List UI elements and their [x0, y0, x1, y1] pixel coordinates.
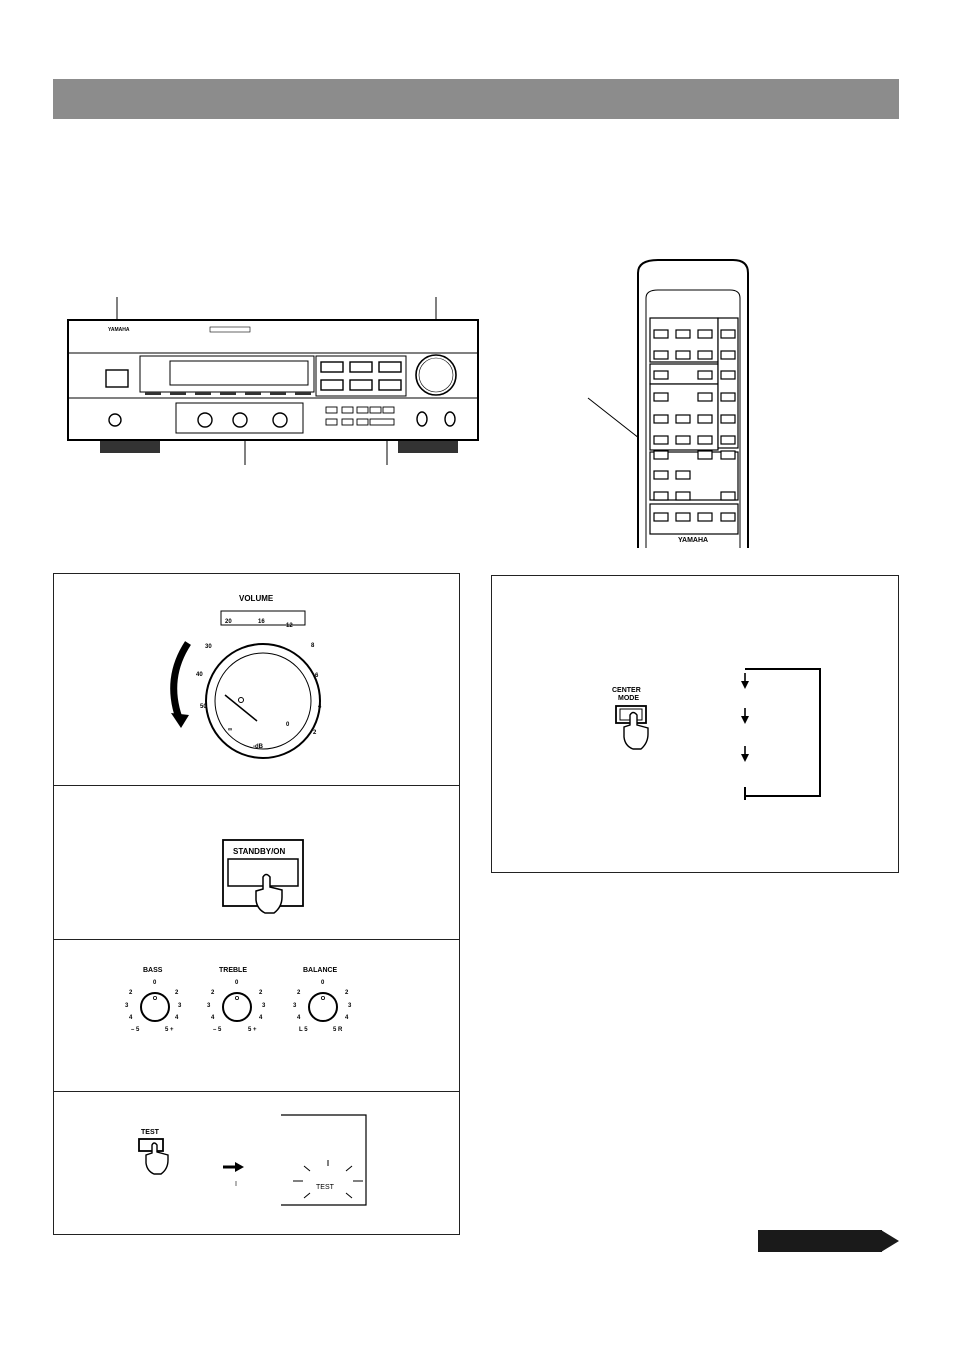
volume-label: VOLUME — [239, 594, 274, 603]
bass-end-left: – 5 — [131, 1027, 140, 1033]
bass-tick-2l: 2 — [129, 990, 133, 996]
remote-control: YAMAHA — [587, 259, 749, 548]
tone-figure: BASS 0 2 3 4 2 3 4 – 5 5 + TREBLE 0 2 3 … — [125, 967, 352, 1033]
receiver-front-panel: YAMAHA — [67, 297, 479, 465]
bass-tick-4l: 4 — [129, 1015, 133, 1021]
bass-tick-3r: 3 — [178, 1003, 182, 1009]
bass-end-right: 5 + — [165, 1027, 174, 1033]
treble-tick-2r: 2 — [259, 990, 263, 996]
balance-end-left: L 5 — [299, 1027, 308, 1033]
center-mode-panel — [491, 575, 899, 873]
standby-figure: STANDBY/ON — [222, 839, 304, 914]
balance-tick-2r: 2 — [345, 990, 349, 996]
bass-tick-3l: 3 — [125, 1003, 129, 1009]
treble-tick-2l: 2 — [211, 990, 215, 996]
volume-scale-20: 20 — [225, 619, 232, 625]
volume-scale-2: 2 — [313, 730, 317, 736]
balance-tick-4l: 4 — [297, 1015, 301, 1021]
remote-brand: YAMAHA — [678, 537, 708, 544]
volume-scale-6: 6 — [315, 673, 319, 679]
volume-scale-12: 12 — [286, 623, 293, 629]
test-panel — [53, 1091, 460, 1235]
standby-label: STANDBY/ON — [233, 847, 286, 856]
volume-scale-50: 50 — [200, 704, 207, 710]
volume-scale-0: 0 — [286, 722, 290, 728]
balance-tick-3l: 3 — [293, 1003, 297, 1009]
test-display-text: TEST — [316, 1184, 335, 1191]
bass-knob: BASS 0 2 3 4 2 3 4 – 5 5 + — [125, 967, 182, 1033]
treble-end-left: – 5 — [213, 1027, 222, 1033]
bass-tick-0: 0 — [153, 980, 157, 986]
center-mode-figure: CENTER MODE — [612, 668, 821, 800]
test-button-label: TEST — [141, 1129, 160, 1136]
volume-scale-8: 8 — [311, 643, 315, 649]
treble-tick-3r: 3 — [262, 1003, 266, 1009]
balance-tick-3r: 3 — [348, 1003, 352, 1009]
treble-knob: TREBLE 0 2 3 4 2 3 4 – 5 5 + — [207, 967, 266, 1033]
volume-dial-figure: VOLUME 16 20 12 8 30 6 40 4 50 2 ∞ 0 -dB — [170, 594, 322, 759]
center-mode-label-line1: CENTER — [612, 687, 641, 694]
treble-tick-4r: 4 — [259, 1015, 263, 1021]
section-header-bar — [53, 79, 899, 119]
volume-scale-db: -dB — [253, 744, 264, 750]
treble-tick-0: 0 — [235, 980, 239, 986]
volume-scale-30: 30 — [205, 644, 212, 650]
balance-end-right: 5 R — [333, 1027, 343, 1033]
volume-scale-inf: ∞ — [228, 727, 232, 733]
test-figure: TEST TEST — [138, 1114, 367, 1206]
next-page-tab — [758, 1230, 882, 1252]
treble-tick-4l: 4 — [211, 1015, 215, 1021]
treble-tick-3l: 3 — [207, 1003, 211, 1009]
bass-label: BASS — [143, 967, 163, 974]
bass-tick-2r: 2 — [175, 990, 179, 996]
treble-label: TREBLE — [219, 967, 247, 974]
center-mode-label-line2: MODE — [618, 695, 639, 702]
next-page-arrow-icon — [881, 1230, 899, 1252]
balance-label: BALANCE — [303, 967, 338, 974]
treble-end-right: 5 + — [248, 1027, 257, 1033]
bass-tick-4r: 4 — [175, 1015, 179, 1021]
balance-knob: BALANCE 0 2 3 4 2 3 4 L 5 5 R — [293, 967, 352, 1033]
volume-scale-16: 16 — [258, 619, 265, 625]
balance-tick-0: 0 — [321, 980, 325, 986]
volume-scale-4: 4 — [318, 704, 322, 710]
volume-scale-40: 40 — [196, 672, 203, 678]
balance-tick-2l: 2 — [297, 990, 301, 996]
balance-tick-4r: 4 — [345, 1015, 349, 1021]
receiver-brand: YAMAHA — [108, 327, 130, 333]
